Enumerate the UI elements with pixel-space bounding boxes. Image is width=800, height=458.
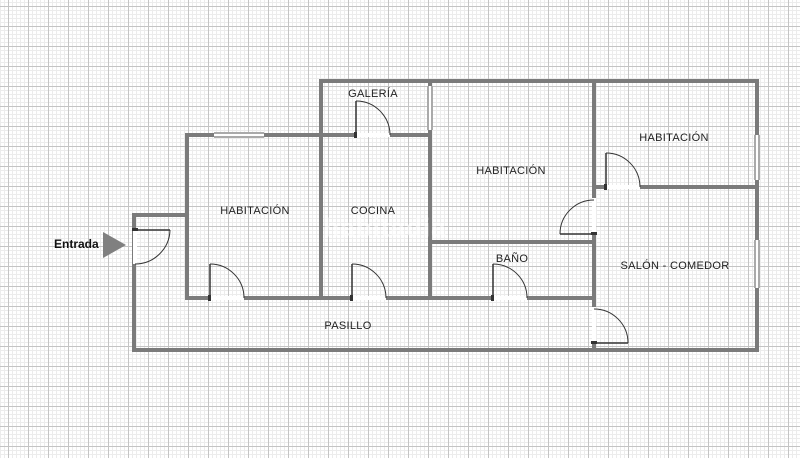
room-label-cocina: COCINA [350, 205, 396, 217]
entrance-door[interactable] [132, 228, 171, 265]
entrance-label: Entrada [54, 237, 99, 251]
window-habitacion-top [214, 132, 264, 138]
room-label-habitacion-3: HABITACIÓN [639, 132, 709, 144]
room-label-salon-comedor: SALÓN - COMEDOR [620, 260, 730, 272]
door-habitacion-center[interactable] [559, 198, 597, 235]
door-cocina[interactable] [350, 263, 387, 301]
room-label-galeria: GALERÍA [348, 88, 398, 100]
door-galeria[interactable] [354, 100, 391, 138]
room-label-pasillo: PASILLO [324, 320, 372, 332]
room-label-bano: BAÑO [495, 253, 529, 265]
door-habitacion[interactable] [208, 263, 245, 301]
window-salon [754, 240, 760, 288]
window-galeria [427, 86, 433, 130]
room-label-habitacion-2: HABITACIÓN [476, 165, 546, 177]
door-habitacion-right[interactable] [604, 152, 641, 190]
watermark: habitadia [323, 212, 447, 243]
window-habitacion-right [754, 135, 760, 180]
room-label-habitacion-1: HABITACIÓN [220, 205, 290, 217]
door-bano[interactable] [491, 263, 528, 301]
entrance-arrow-icon [103, 232, 126, 258]
door-salon[interactable] [591, 307, 629, 344]
